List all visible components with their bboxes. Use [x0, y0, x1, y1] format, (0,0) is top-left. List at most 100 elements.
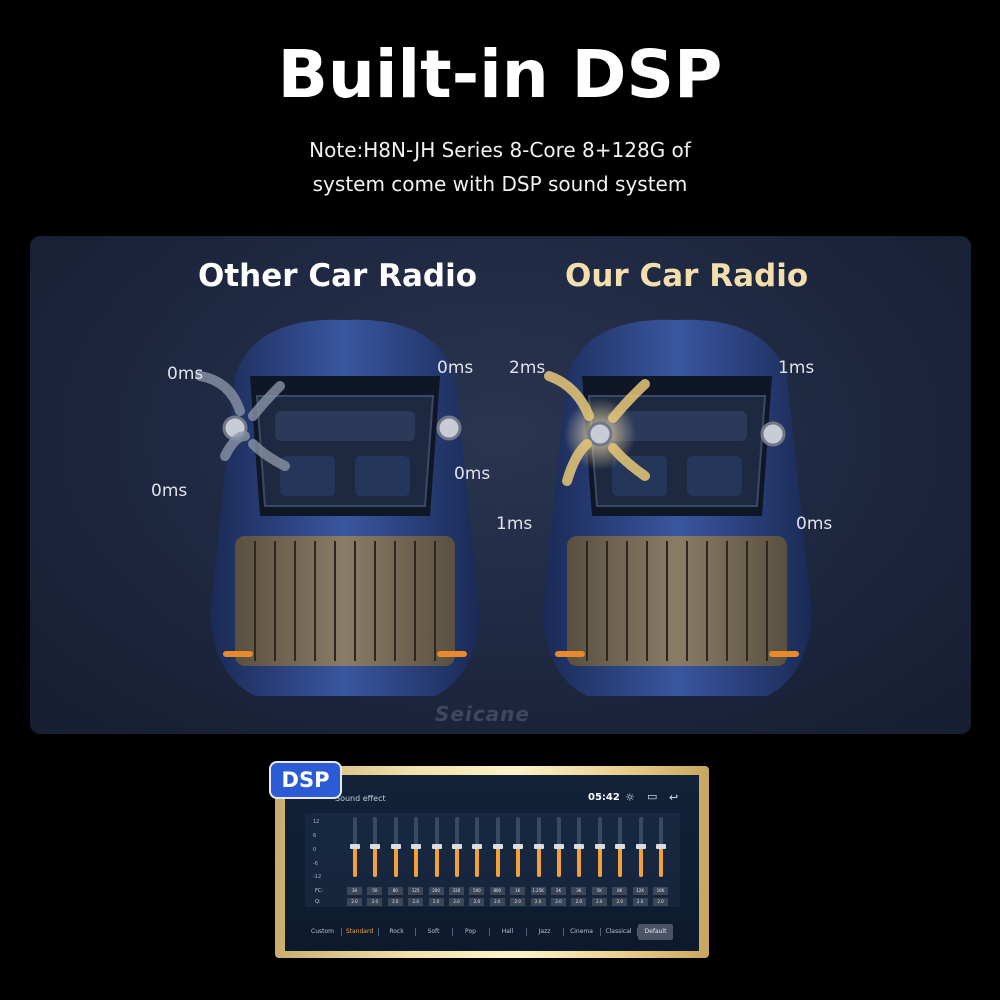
preset-rock[interactable]: Rock	[389, 928, 404, 935]
preset-separator	[341, 928, 342, 936]
q-cell[interactable]: 2.0	[612, 898, 628, 906]
q-cell[interactable]: 2.0	[387, 898, 403, 906]
q-cell[interactable]: 2.0	[653, 898, 668, 906]
q-cell[interactable]: 2.0	[510, 898, 526, 906]
fc-cell[interactable]: 125	[408, 887, 424, 895]
eq-slider-3K[interactable]	[569, 817, 589, 879]
preset-custom[interactable]: Custom	[311, 928, 334, 935]
q-cell[interactable]: 2.0	[428, 898, 444, 906]
dsp-screen-frame: DSP Sound effect 05:42 ☼ ▭ ↩ 12 6 0 -6 -…	[271, 763, 709, 958]
fc-cell[interactable]: 50	[367, 887, 383, 895]
eq-slider-1.25K[interactable]	[529, 817, 549, 879]
preset-cinema[interactable]: Cinema	[570, 928, 593, 935]
eq-slider-knob[interactable]	[411, 844, 422, 849]
preset-separator	[600, 928, 601, 936]
eq-slider-500[interactable]	[467, 817, 487, 879]
note-text: Note:H8N-JH Series 8-Core 8+128G of syst…	[0, 133, 1000, 201]
eq-slider-knob[interactable]	[635, 844, 646, 849]
eq-slider-knob[interactable]	[452, 844, 462, 849]
eq-slider-knob[interactable]	[350, 844, 360, 849]
q-label: Q:	[315, 899, 321, 905]
fc-cell[interactable]: 3K	[571, 887, 587, 895]
q-cell[interactable]: 2.0	[408, 898, 424, 906]
q-cell[interactable]: 2.0	[571, 898, 587, 906]
window-icon[interactable]: ▭	[647, 790, 658, 803]
eq-slider-fill	[393, 847, 398, 877]
eq-slider-knob[interactable]	[390, 844, 401, 849]
eq-slider-knob[interactable]	[492, 844, 503, 849]
eq-slider-320[interactable]	[447, 817, 467, 879]
eq-slider-knob[interactable]	[472, 844, 483, 849]
q-cell[interactable]: 2.0	[449, 898, 464, 906]
y-label-12: 12	[313, 819, 320, 825]
preset-classical[interactable]: Classical	[605, 928, 632, 935]
back-icon[interactable]: ↩	[669, 791, 679, 804]
preset-jazz[interactable]: Jazz	[538, 928, 551, 935]
delay-label-right-top-left: 2ms	[509, 358, 546, 378]
eq-slider-knob[interactable]	[656, 844, 666, 849]
preset-hall[interactable]: Hall	[501, 928, 514, 935]
eq-slider-50[interactable]	[365, 817, 385, 879]
eq-slider-knob[interactable]	[370, 844, 381, 849]
fc-cell[interactable]: 8K	[612, 887, 628, 895]
q-cell[interactable]: 2.0	[632, 898, 648, 906]
preset-soft[interactable]: Soft	[427, 928, 440, 935]
q-cell[interactable]: 2.0	[367, 898, 383, 906]
preset-separator	[526, 928, 527, 936]
eq-slider-fill	[353, 847, 357, 877]
q-cell[interactable]: 2.0	[591, 898, 607, 906]
fc-cell[interactable]: 30	[347, 887, 362, 895]
eq-slider-knob[interactable]	[513, 844, 524, 849]
preset-standard[interactable]: Standard	[345, 928, 374, 935]
preset-separator	[452, 928, 453, 936]
fc-cell[interactable]: 80	[387, 887, 403, 895]
q-cell[interactable]: 2.0	[469, 898, 485, 906]
preset-separator	[415, 928, 416, 936]
fc-cell[interactable]: 500	[469, 887, 485, 895]
eq-slider-knob[interactable]	[554, 844, 564, 849]
fc-cell[interactable]: 800	[489, 887, 505, 895]
fc-cell[interactable]: 1K	[510, 887, 526, 895]
y-label-0: 0	[313, 847, 317, 853]
eq-slider-800[interactable]	[488, 817, 508, 879]
fc-cell[interactable]: 5K	[591, 887, 607, 895]
fc-cell[interactable]: 200	[428, 887, 444, 895]
fc-cell[interactable]: 16K	[653, 887, 668, 895]
fc-cell[interactable]: 12K	[632, 887, 648, 895]
brightness-icon[interactable]: ☼	[625, 791, 635, 804]
fc-cell[interactable]: 1.25K	[530, 887, 546, 895]
status-clock: 05:42	[588, 792, 620, 803]
delay-label-right-bottom-right: 0ms	[796, 514, 833, 534]
eq-slider-fill	[557, 847, 561, 877]
preset-separator	[489, 928, 490, 936]
eq-slider-knob[interactable]	[574, 844, 585, 849]
eq-slider-125[interactable]	[406, 817, 426, 879]
eq-slider-30[interactable]	[345, 817, 365, 879]
sound-effect-title: Sound effect	[335, 794, 386, 803]
q-cell[interactable]: 2.0	[530, 898, 546, 906]
eq-slider-8K[interactable]	[610, 817, 630, 879]
delay-label-left-top-left: 0ms	[167, 364, 204, 384]
eq-slider-knob[interactable]	[533, 844, 544, 849]
eq-slider-knob[interactable]	[594, 844, 605, 849]
q-cell[interactable]: 2.0	[489, 898, 505, 906]
preset-pop[interactable]: Pop	[465, 928, 476, 935]
eq-slider-12K[interactable]	[631, 817, 651, 879]
eq-slider-2K[interactable]	[549, 817, 569, 879]
fc-cell[interactable]: 320	[449, 887, 464, 895]
eq-slider-knob[interactable]	[615, 844, 626, 849]
eq-slider-knob[interactable]	[431, 844, 442, 849]
preset-separator	[378, 928, 379, 936]
y-label-minus-12: -12	[313, 874, 322, 880]
eq-slider-fill	[455, 847, 459, 877]
eq-slider-200[interactable]	[427, 817, 447, 879]
preset-default[interactable]: Default	[638, 924, 673, 940]
eq-slider-5K[interactable]	[590, 817, 610, 879]
eq-slider-1K[interactable]	[508, 817, 528, 879]
eq-slider-80[interactable]	[386, 817, 406, 879]
fc-cell[interactable]: 2K	[551, 887, 566, 895]
q-cell[interactable]: 2.0	[347, 898, 362, 906]
q-cell[interactable]: 2.0	[551, 898, 566, 906]
delay-label-left-bottom-left: 0ms	[151, 481, 188, 501]
eq-slider-16K[interactable]	[651, 817, 671, 879]
